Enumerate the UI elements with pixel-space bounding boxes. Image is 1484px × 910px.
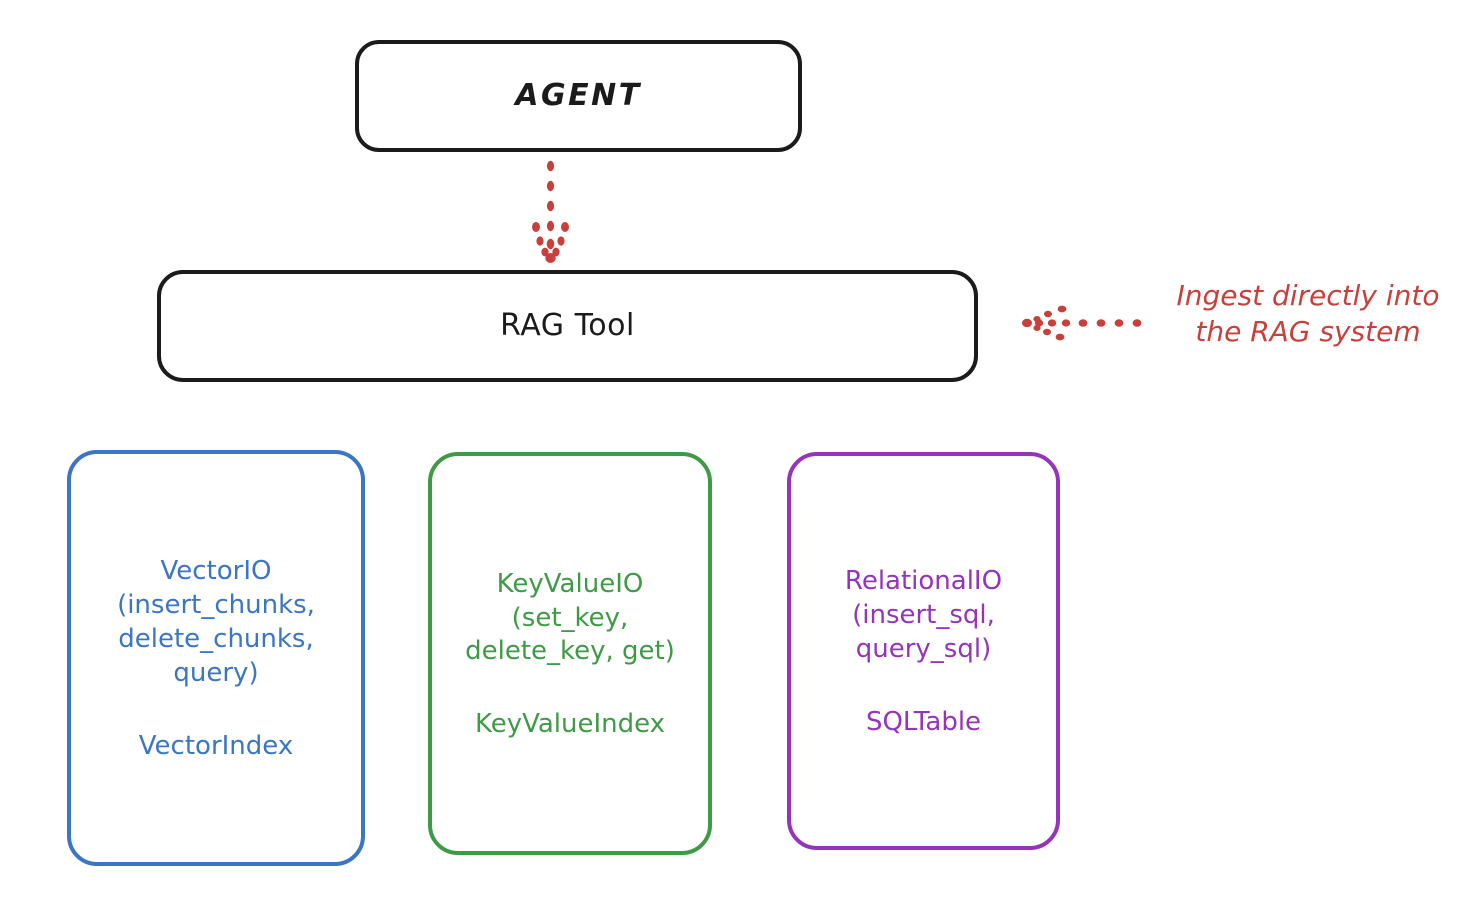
key-value-io-node[interactable]: KeyValueIO (set_key, delete_key, get) Ke… xyxy=(428,452,712,855)
ingest-annotation-arrow xyxy=(1022,305,1142,341)
vector-io-node[interactable]: VectorIO (insert_chunks, delete_chunks, … xyxy=(67,450,365,866)
relational-io-node-label: RelationalIO (insert_sql, query_sql) xyxy=(844,566,1003,664)
vector-index-label: VectorIndex xyxy=(138,730,294,761)
agent-to-rag-tool-arrow xyxy=(532,160,569,263)
vector-io-node-label: VectorIO (insert_chunks, delete_chunks, … xyxy=(117,556,315,688)
relational-io-node[interactable]: RelationalIO (insert_sql, query_sql) SQL… xyxy=(787,452,1060,850)
rag-tool-node[interactable]: RAG Tool xyxy=(157,270,978,382)
rag-tool-node-label: RAG Tool xyxy=(500,308,635,344)
key-value-io-node-label: KeyValueIO (set_key, delete_key, get) xyxy=(465,568,675,667)
sql-table-label: SQLTable xyxy=(865,706,982,737)
key-value-index-label: KeyValueIndex xyxy=(474,709,666,740)
agent-node-label: AGENT xyxy=(515,78,642,114)
ingest-annotation-text: Ingest directly into the RAG system xyxy=(1176,279,1440,349)
agent-node[interactable]: AGENT xyxy=(355,40,802,152)
